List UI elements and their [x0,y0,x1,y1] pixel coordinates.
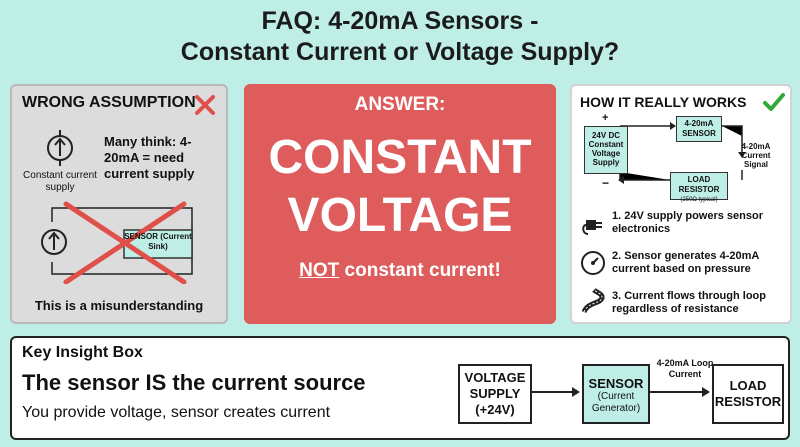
road-loop-icon [581,288,605,314]
wrong-assumption-panel: WRONG ASSUMPTION Constant current supply… [10,84,228,324]
answer-not-text: NOT constant current! [244,260,556,282]
insight-sensor-box: SENSOR (Current Generator) [582,364,650,424]
source-label: Constant current supply [23,170,97,193]
not-word: NOT [299,260,340,281]
not-rest: constant current! [339,260,501,281]
wrong-sensor-label: SENSOR (Current Sink) [124,232,192,251]
how-step-2: 2. Sensor generates 4-20mA current based… [612,250,759,275]
red-cross-icon [195,95,215,115]
minus-sign: − [602,176,610,190]
answer-heading: ANSWER: [354,94,446,115]
title-line-2: Constant Current or Voltage Supply? [180,38,620,66]
insight-sensor-label: SENSOR [588,376,644,391]
how-load-box: LOAD RESISTOR (250Ω typical) [670,172,728,203]
wrong-claim: Many think: 4-20mA = need current supply [104,134,195,181]
signal-label: 4-20mA Current Signal [741,142,771,169]
insight-label: Key Insight Box [22,344,143,361]
insight-voltage-box: VOLTAGE SUPPLY (+24V) [458,364,532,424]
key-insight-box: Key Insight Box The sensor IS the curren… [10,336,790,440]
answer-line-2: VOLTAGE [287,189,513,242]
arrow-1 [532,387,580,397]
title-line-1: FAQ: 4-20mA Sensors - [261,7,539,35]
how-step-1: 1. 24V supply powers sensor electronics [612,210,764,235]
how-heading: HOW IT REALLY WORKS [580,94,747,110]
green-check-icon [763,93,785,111]
arrow-2 [650,387,710,397]
loop-diagram [618,122,746,184]
load-note: (250Ω typical) [680,197,718,203]
pressure-gauge-icon [581,251,605,275]
insight-subtext: You provide voltage, sensor creates curr… [22,404,331,421]
page-title: FAQ: 4-20mA Sensors - Constant Current o… [0,6,800,68]
plus-sign: + [602,112,609,124]
current-source-icon [47,130,73,166]
insight-headline: The sensor IS the current source [22,370,366,395]
how-sensor-box: 4-20mA SENSOR [676,116,722,142]
insight-sensor-sub: (Current Generator) [591,391,641,414]
how-it-works-panel: HOW IT REALLY WORKS + − 24V DC Constant … [570,84,792,324]
how-step-3: 3. Current flows through loop regardless… [612,290,766,315]
loop-current-label: 4-20mA Loop Current [656,358,714,379]
load-label: LOAD RESISTOR [678,175,720,194]
wrong-circuit-diagram [41,201,193,284]
answer-panel: ANSWER: CONSTANT VOLTAGE NOT constant cu… [244,84,556,324]
power-plug-icon [582,220,602,235]
insight-load-box: LOAD RESISTOR [712,364,784,424]
answer-line-1: CONSTANT [268,131,532,184]
supply-box: 24V DC Constant Voltage Supply [584,126,628,174]
wrong-footer: This is a misunderstanding [34,298,204,313]
wrong-heading: WRONG ASSUMPTION [22,94,196,111]
